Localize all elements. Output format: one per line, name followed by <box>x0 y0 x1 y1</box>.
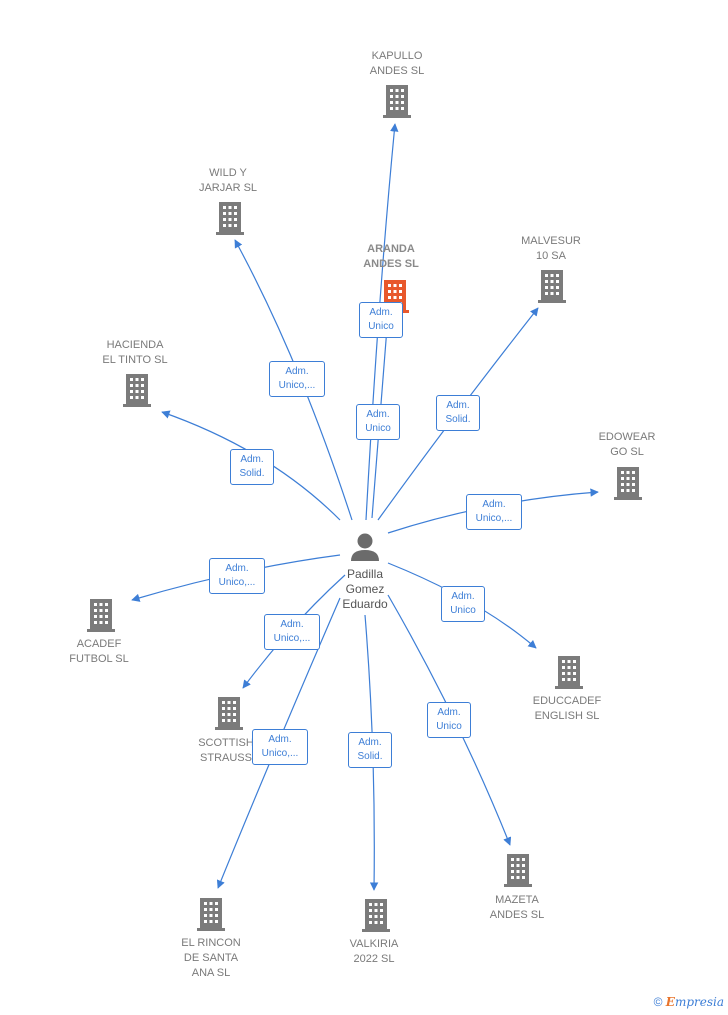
edge-label-malvesur: Adm. Solid. <box>436 395 480 431</box>
edowear-label[interactable]: EDOWEAR GO SL <box>598 431 656 458</box>
footer-brand: © Empresia <box>654 995 724 1009</box>
edge-label-wild-y-jarjar: Adm. Unico,... <box>269 361 325 397</box>
edowear-building-icon[interactable] <box>614 467 642 500</box>
edge-label-aranda-andes: Adm. Unico <box>359 302 403 338</box>
wild-y-jarjar-label[interactable]: WILD Y JARJAR SL <box>198 167 258 194</box>
mazeta-label[interactable]: MAZETA ANDES SL <box>489 894 545 921</box>
hacienda-label[interactable]: HACIENDA EL TINTO SL <box>102 339 168 366</box>
empresia-logo: Empresia <box>665 995 724 1009</box>
acadef-building-icon[interactable] <box>87 599 115 632</box>
scottish-label[interactable]: SCOTTISH STRAUSS <box>198 737 254 764</box>
scottish-building-icon[interactable] <box>215 697 243 730</box>
educcadef-building-icon[interactable] <box>555 656 583 689</box>
valkiria-building-icon[interactable] <box>362 899 390 932</box>
valkiria-label[interactable]: VALKIRIA 2022 SL <box>349 938 399 965</box>
edge-label-kapullo: Adm. Unico <box>356 404 400 440</box>
copyright-icon: © <box>653 995 663 1009</box>
edge-label-edowear: Adm. Unico,... <box>466 494 522 530</box>
edge-label-valkiria: Adm. Solid. <box>348 732 392 768</box>
edge-label-scottish: Adm. Unico,... <box>264 614 320 650</box>
wild-y-jarjar-building-icon[interactable] <box>216 202 244 235</box>
edge-label-mazeta: Adm. Unico <box>427 702 471 738</box>
person-name[interactable]: Padilla Gomez Eduardo <box>342 567 388 611</box>
malvesur-label[interactable]: MALVESUR 10 SA <box>521 235 581 262</box>
kapullo-building-icon[interactable] <box>383 85 411 118</box>
el-rincon-label[interactable]: EL RINCON DE SANTA ANA SL <box>181 937 241 979</box>
acadef-label[interactable]: ACADEF FUTBOL SL <box>69 638 129 665</box>
edge-label-el-rincon: Adm. Unico,... <box>252 729 308 765</box>
mazeta-building-icon[interactable] <box>504 854 532 887</box>
el-rincon-building-icon[interactable] <box>197 898 225 931</box>
edge-label-acadef: Adm. Unico,... <box>209 558 265 594</box>
hacienda-building-icon[interactable] <box>123 374 151 407</box>
kapullo-label[interactable]: KAPULLO ANDES SL <box>369 50 425 77</box>
aranda-andes-label[interactable]: ARANDA ANDES SL <box>363 243 419 270</box>
person-icon[interactable] <box>351 533 379 562</box>
edge-label-educcadef: Adm. Unico <box>441 586 485 622</box>
edge-label-hacienda: Adm. Solid. <box>230 449 274 485</box>
malvesur-building-icon[interactable] <box>538 270 566 303</box>
educcadef-label[interactable]: EDUCCADEF ENGLISH SL <box>532 695 602 722</box>
